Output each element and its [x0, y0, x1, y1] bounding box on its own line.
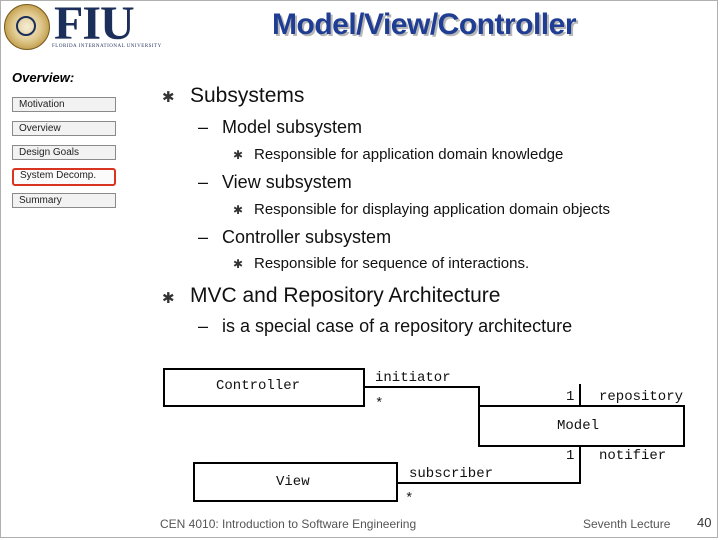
repository-multiplicity: 1: [566, 389, 575, 405]
notifier-line: [579, 447, 581, 484]
notifier-multiplicity: 1: [566, 448, 575, 464]
page-number: 40: [697, 515, 712, 530]
dash-icon: –: [198, 117, 209, 137]
dash-icon: –: [198, 227, 209, 247]
logo-text: FIU: [54, 0, 135, 50]
mvc-description: is a special case of a repository archit…: [222, 316, 573, 336]
bullet-controller-subsystem: Controller subsystem: [222, 227, 392, 247]
model-description: Responsible for application domain knowl…: [254, 146, 564, 163]
repository-line: [579, 384, 581, 406]
model-box: [478, 405, 685, 447]
sidebar-item-summary[interactable]: Summary: [12, 193, 116, 208]
dash-icon: –: [198, 172, 209, 192]
bullet-view-subsystem: View subsystem: [222, 172, 352, 192]
bullet-star-icon: ✱: [162, 89, 175, 106]
model-label: Model: [557, 418, 600, 434]
logo-subtitle: FLORIDA INTERNATIONAL UNIVERSITY: [52, 44, 162, 49]
initiator-association-line: [478, 386, 480, 406]
initiator-association-line: [365, 386, 480, 388]
sidebar-item-system-decomp[interactable]: System Decomp.: [12, 168, 116, 186]
subscriber-association-line: [398, 482, 581, 484]
slide-title: Model/View/Controller: [272, 8, 577, 41]
dash-icon: –: [198, 316, 209, 336]
subscriber-role-label: subscriber: [409, 466, 494, 482]
notifier-role-label: notifier: [599, 448, 667, 464]
initiator-role-label: initiator: [375, 370, 451, 386]
fiu-logo: FIU FLORIDA INTERNATIONAL UNIVERSITY: [4, 0, 161, 52]
controller-label: Controller: [216, 378, 301, 394]
sidebar-item-overview[interactable]: Overview: [12, 121, 116, 136]
controller-description: Responsible for sequence of interactions…: [254, 255, 530, 272]
subscriber-multiplicity: *: [405, 491, 414, 507]
repository-role-label: repository: [599, 389, 684, 405]
sidebar-item-motivation[interactable]: Motivation: [12, 97, 116, 112]
controller-box: [163, 368, 365, 407]
footer-lecture: Seventh Lecture: [583, 517, 671, 531]
footer-course: CEN 4010: Introduction to Software Engin…: [160, 517, 417, 531]
bullet-star-icon: ✱: [162, 290, 175, 307]
university-seal-icon: [4, 4, 50, 50]
bullet-subsystems: Subsystems: [190, 84, 305, 107]
view-label: View: [276, 474, 310, 490]
bullet-mvc-repository: MVC and Repository Architecture: [190, 284, 501, 307]
bullet-star-icon: ✱: [233, 257, 244, 271]
view-box: [193, 462, 398, 502]
view-description: Responsible for displaying application d…: [254, 201, 611, 218]
bullet-star-icon: ✱: [233, 203, 244, 217]
bullet-star-icon: ✱: [233, 148, 244, 162]
sidebar-heading: Overview:: [12, 70, 75, 85]
initiator-multiplicity: *: [375, 396, 384, 412]
bullet-model-subsystem: Model subsystem: [222, 117, 363, 137]
sidebar-item-design-goals[interactable]: Design Goals: [12, 145, 116, 160]
